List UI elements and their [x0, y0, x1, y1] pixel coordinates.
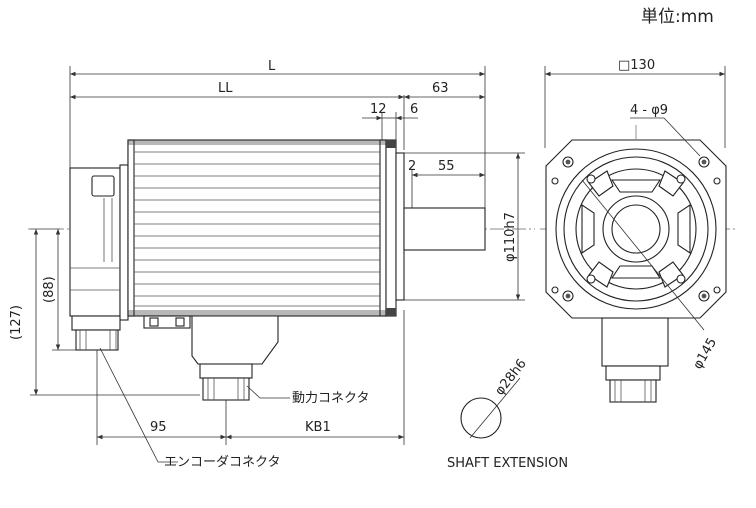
dim-95: 95: [150, 420, 167, 435]
shaft: [403, 207, 486, 251]
front-connector-housing: [601, 317, 669, 367]
dim-110h7: φ110h7: [503, 212, 518, 262]
dim-12: 12: [370, 102, 387, 117]
dim-2: 2: [408, 159, 416, 174]
dim-holes: 4 - φ9: [630, 103, 668, 118]
front-connector-body: [609, 379, 657, 403]
encoder-connector-body: [75, 329, 119, 351]
unit-label: 単位:mm: [641, 7, 714, 27]
power-connector-label: 動力コネクタ: [292, 391, 369, 406]
power-connector-housing: [191, 315, 279, 365]
dim-LL: LL: [218, 81, 233, 96]
dim-6: 6: [410, 102, 418, 117]
dim-127: (127): [9, 305, 24, 340]
shaft-section: [460, 397, 502, 439]
encoder-connector-label: エンコーダコネクタ: [164, 455, 280, 470]
shaft-end: [611, 204, 661, 254]
dim-L: L: [268, 59, 276, 74]
flange-spigot: [395, 152, 405, 301]
encoder-cover-notch: [91, 175, 115, 197]
dim-55: 55: [438, 159, 455, 174]
power-connector-nut: [199, 363, 253, 379]
shaft-extension-view: φ28h6 SHAFT EXTENSION: [447, 356, 568, 471]
side-view: L LL 63 12 6 2 55 φ110h7 (127) (88) 95: [9, 59, 535, 470]
dim-63: 63: [432, 81, 449, 96]
encoder-flange: [119, 164, 129, 321]
shaft-extension-label: SHAFT EXTENSION: [447, 456, 568, 471]
dim-KB1: KB1: [305, 420, 331, 435]
front-flange: [385, 139, 397, 317]
flange-spokes: [581, 170, 691, 288]
dim-square: □130: [618, 58, 655, 73]
dim-88: (88): [42, 276, 57, 303]
power-connector-body: [202, 377, 250, 401]
motor-body: [127, 139, 387, 317]
cooling-fins: [134, 151, 380, 307]
dim-pcd: φ145: [690, 336, 720, 372]
front-view: □130: [540, 58, 735, 403]
dim-shaft-dia: φ28h6: [492, 356, 529, 398]
encoder-connector-base: [71, 315, 121, 331]
